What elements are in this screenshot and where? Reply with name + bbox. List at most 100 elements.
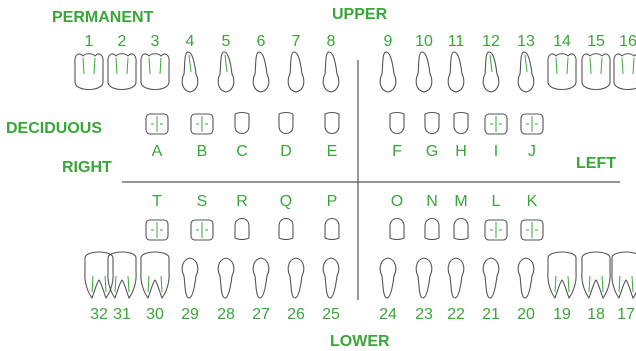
deciduous-letter-C: C xyxy=(236,143,248,160)
deciduous-letter-N: N xyxy=(426,193,438,210)
deciduous-letter-M: M xyxy=(454,193,467,210)
lower-tooth-17-roots xyxy=(619,276,633,292)
tooth-number-28: 28 xyxy=(217,306,235,323)
deciduous-label: DECIDUOUS xyxy=(6,120,102,137)
lower-tooth-18 xyxy=(582,252,610,298)
tooth-number-13: 13 xyxy=(517,33,535,50)
lower-tooth-29 xyxy=(182,258,198,298)
deciduous-letter-T: T xyxy=(152,193,162,210)
deciduous-letter-P: P xyxy=(327,193,338,210)
deciduous-tooth-T-cusps xyxy=(151,222,163,238)
deciduous-tooth-B-cusps xyxy=(196,116,208,132)
upper-tooth-1 xyxy=(75,54,103,90)
tooth-number-10: 10 xyxy=(415,33,433,50)
lower-tooth-32 xyxy=(85,252,113,298)
deciduous-letter-D: D xyxy=(280,143,292,160)
deciduous-tooth-F xyxy=(390,113,404,134)
lower-label: LOWER xyxy=(330,333,390,350)
tooth-number-18: 18 xyxy=(587,306,605,323)
tooth-number-11: 11 xyxy=(448,33,465,50)
deciduous-tooth-D xyxy=(279,113,293,134)
deciduous-letter-G: G xyxy=(426,143,438,160)
tooth-number-20: 20 xyxy=(517,306,535,323)
upper-tooth-2 xyxy=(108,54,136,90)
tooth-number-25: 25 xyxy=(322,306,340,323)
upper-tooth-3-roots xyxy=(149,58,161,74)
deciduous-tooth-N xyxy=(425,219,439,240)
lower-tooth-28 xyxy=(218,258,234,298)
deciduous-letter-I: I xyxy=(494,143,498,160)
upper-tooth-16-roots xyxy=(622,58,634,74)
deciduous-tooth-H xyxy=(454,113,468,134)
lower-tooth-32-roots xyxy=(92,276,106,292)
upper-tooth-1-roots xyxy=(83,58,95,74)
tooth-number-23: 23 xyxy=(415,306,433,323)
lower-tooth-26 xyxy=(288,258,304,298)
deciduous-tooth-P xyxy=(325,219,339,240)
tooth-number-32: 32 xyxy=(90,306,108,323)
lower-tooth-23 xyxy=(416,258,432,298)
tooth-number-14: 14 xyxy=(553,33,571,50)
tooth-number-8: 8 xyxy=(327,33,336,50)
tooth-number-12: 12 xyxy=(482,33,500,50)
tooth-number-3: 3 xyxy=(151,33,160,50)
lower-tooth-17 xyxy=(612,252,636,298)
tooth-number-5: 5 xyxy=(222,33,231,50)
deciduous-letter-R: R xyxy=(236,193,248,210)
deciduous-letter-Q: Q xyxy=(280,193,292,210)
upper-tooth-7 xyxy=(288,52,304,92)
upper-tooth-12 xyxy=(483,52,499,92)
deciduous-tooth-O xyxy=(390,219,404,240)
deciduous-tooth-A-cusps xyxy=(151,116,163,132)
tooth-number-16: 16 xyxy=(619,33,636,50)
tooth-number-24: 24 xyxy=(379,306,397,323)
lower-tooth-18-roots xyxy=(589,276,603,292)
upper-tooth-5-root xyxy=(225,55,227,72)
tooth-number-4: 4 xyxy=(186,33,195,50)
tooth-number-9: 9 xyxy=(384,33,393,50)
upper-tooth-3 xyxy=(141,54,169,90)
upper-tooth-13 xyxy=(518,52,534,92)
lower-tooth-31-roots xyxy=(115,276,129,292)
upper-label: UPPER xyxy=(332,6,388,23)
deciduous-tooth-G xyxy=(425,113,439,134)
deciduous-letter-L: L xyxy=(492,193,501,210)
lower-tooth-25 xyxy=(323,258,339,298)
upper-tooth-10 xyxy=(416,52,432,92)
lower-tooth-19-roots xyxy=(555,276,569,292)
deciduous-letter-O: O xyxy=(391,193,403,210)
deciduous-tooth-C xyxy=(235,113,249,134)
tooth-number-22: 22 xyxy=(447,306,465,323)
deciduous-letter-S: S xyxy=(197,193,208,210)
tooth-number-1: 1 xyxy=(85,33,94,50)
deciduous-tooth-S-cusps xyxy=(196,222,208,238)
deciduous-letter-J: J xyxy=(528,143,536,160)
upper-tooth-4 xyxy=(182,52,198,92)
upper-tooth-5 xyxy=(218,52,234,92)
deciduous-tooth-J-cusps xyxy=(526,116,538,132)
deciduous-letter-K: K xyxy=(527,193,538,210)
deciduous-tooth-K-cusps xyxy=(526,222,538,238)
deciduous-letter-A: A xyxy=(152,143,163,160)
deciduous-letter-B: B xyxy=(197,143,208,160)
tooth-number-26: 26 xyxy=(287,306,305,323)
right-label: RIGHT xyxy=(62,159,112,176)
tooth-number-15: 15 xyxy=(587,33,605,50)
tooth-number-27: 27 xyxy=(252,306,270,323)
upper-tooth-13-root xyxy=(525,55,527,72)
lower-permanent-teeth: 32313029282726252423222120191817 xyxy=(85,252,636,323)
lower-tooth-30 xyxy=(141,252,169,298)
lower-tooth-21 xyxy=(483,258,499,298)
deciduous-tooth-R xyxy=(235,219,249,240)
deciduous-tooth-Q xyxy=(279,219,293,240)
lower-tooth-30-roots xyxy=(148,276,162,292)
tooth-number-7: 7 xyxy=(292,33,301,50)
upper-tooth-14-roots xyxy=(556,58,568,74)
upper-tooth-8 xyxy=(323,52,339,92)
tooth-number-30: 30 xyxy=(146,306,164,323)
deciduous-letter-E: E xyxy=(327,143,338,160)
upper-tooth-11 xyxy=(448,52,464,92)
